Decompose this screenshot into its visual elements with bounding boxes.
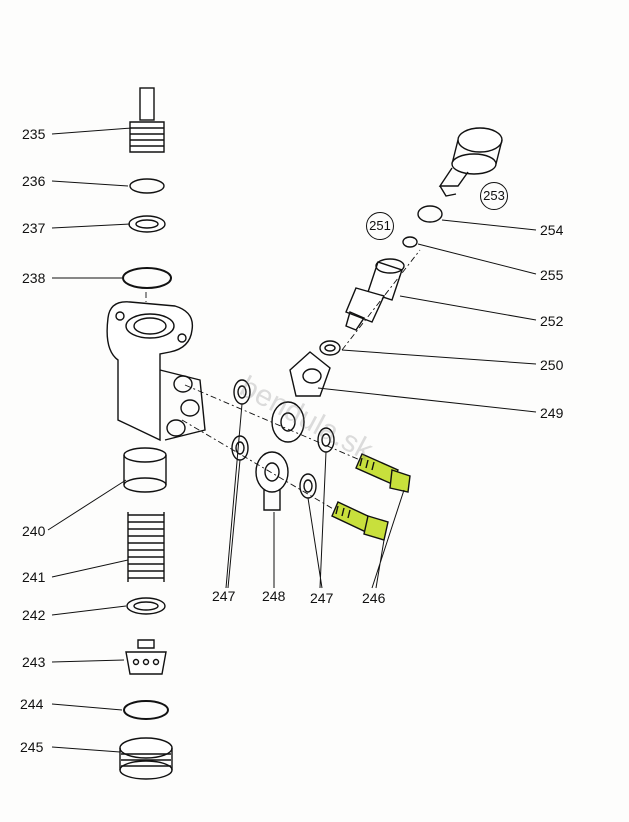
label-254: 254 <box>540 222 564 238</box>
pump-housing <box>106 301 206 442</box>
label-244: 244 <box>20 696 44 712</box>
part-247-washer-b <box>231 435 249 461</box>
label-246: 246 <box>362 590 386 606</box>
part-246-bolt-upper <box>355 453 411 493</box>
label-255: 255 <box>540 267 564 283</box>
part-245-cap <box>119 737 173 780</box>
label-249: 249 <box>540 405 564 421</box>
part-242-washer <box>126 597 166 615</box>
label-235: 235 <box>22 126 46 142</box>
part-244-o-ring <box>123 700 169 720</box>
part-246-bolt-lower <box>331 501 389 541</box>
part-254-ring <box>417 205 443 223</box>
label-253-circled: 253 <box>480 182 508 210</box>
label-241: 241 <box>22 569 46 585</box>
label-250: 250 <box>540 357 564 373</box>
part-249-banjo-fitting <box>271 351 331 443</box>
part-247-washer-d <box>299 473 317 499</box>
part-240-sleeve <box>123 447 167 493</box>
label-237: 237 <box>22 220 46 236</box>
part-253-knob <box>438 127 503 197</box>
part-237-washer <box>128 215 166 233</box>
part-241-spring <box>127 512 165 582</box>
part-250-washer <box>319 340 341 356</box>
label-238: 238 <box>22 270 46 286</box>
part-236-ring <box>129 178 165 194</box>
label-247-right: 247 <box>310 590 334 606</box>
part-243-valve <box>125 639 167 675</box>
part-238-o-ring <box>122 267 172 289</box>
part-255-small-ring <box>402 236 418 248</box>
label-247-left: 247 <box>212 588 236 604</box>
label-252: 252 <box>540 313 564 329</box>
label-245: 245 <box>20 739 44 755</box>
label-236: 236 <box>22 173 46 189</box>
label-243: 243 <box>22 654 46 670</box>
label-248: 248 <box>262 588 286 604</box>
label-242: 242 <box>22 607 46 623</box>
label-240: 240 <box>22 523 46 539</box>
part-248-banjo <box>255 451 289 511</box>
part-235-valve-stem <box>129 87 165 153</box>
label-251-circled: 251 <box>366 212 394 240</box>
part-252-fitting <box>345 258 405 331</box>
